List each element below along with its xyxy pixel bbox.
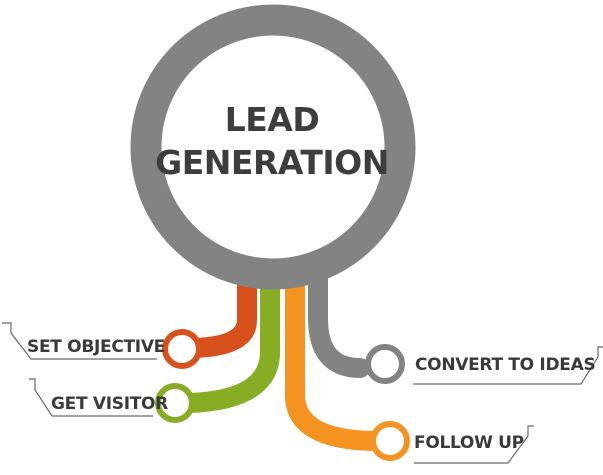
node-get-visitor-ring <box>155 383 195 423</box>
label-convert-to-ideas: CONVERT TO IDEAS <box>415 355 595 375</box>
bracket-convert-to-ideas <box>413 346 603 385</box>
label-set-objective: SET OBJECTIVE <box>27 337 165 357</box>
node-set-objective-ring <box>162 329 202 369</box>
node-convert-to-ideas-ring <box>365 344 405 384</box>
branch-tube-convert-to-ideas <box>308 260 370 378</box>
branch-tube-follow-up <box>285 260 385 451</box>
bracket-get-visitor <box>29 378 153 417</box>
branch-tube-set-objective <box>185 260 257 358</box>
branch-tube-get-visitor <box>180 260 280 413</box>
hub-ring <box>130 4 416 290</box>
bracket-set-objective <box>2 322 157 360</box>
label-follow-up: FOLLOW UP <box>414 433 524 453</box>
label-get-visitor: GET VISITOR <box>51 394 168 414</box>
hub-title-line2: GENERATION <box>155 143 389 182</box>
hub-title-line1: LEAD <box>225 100 320 139</box>
node-follow-up-ring <box>370 421 410 461</box>
bracket-follow-up <box>414 425 534 464</box>
